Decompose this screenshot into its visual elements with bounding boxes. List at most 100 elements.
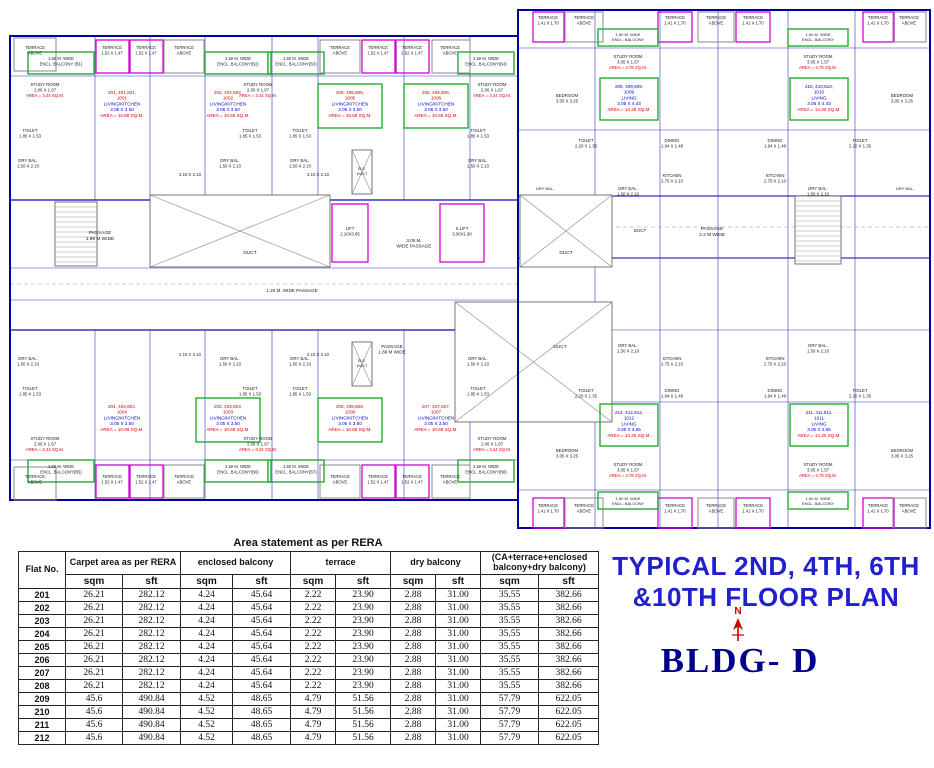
area-value-cell: 26.21 — [65, 613, 123, 628]
area-value-cell: 4.79 — [290, 704, 337, 719]
area-value-cell: 31.00 — [435, 639, 482, 654]
area-value-cell: 31.00 — [435, 652, 482, 667]
area-value-cell: 2.88 — [390, 626, 437, 641]
area-value-cell: 35.55 — [480, 626, 540, 641]
area-value-cell: 31.00 — [435, 587, 482, 602]
area-value-cell: 382.66 — [538, 626, 600, 641]
room-label: DRY BAL.1.50 X 2.10 — [289, 158, 312, 168]
area-value-cell: 490.84 — [121, 730, 182, 745]
flat-no-cell: 206 — [18, 652, 66, 667]
terrace-box — [361, 464, 396, 499]
balcony-box — [204, 51, 272, 75]
area-value-cell: 4.24 — [180, 587, 234, 602]
flat-no-cell: 209 — [18, 691, 66, 706]
area-value-cell: 31.00 — [435, 665, 482, 680]
room-label: DRY BAL. — [896, 186, 914, 191]
area-value-cell: 26.21 — [65, 678, 123, 693]
area-value-cell: 282.12 — [121, 587, 182, 602]
area-value-cell: 2.22 — [290, 678, 337, 693]
room-label: 2.10 X 2.10 — [179, 172, 202, 177]
balcony-box — [457, 51, 515, 75]
terrace-above-box — [163, 464, 205, 499]
area-value-cell: 2.88 — [390, 639, 437, 654]
subheader-cell: sqm — [65, 573, 123, 589]
area-value-cell: 4.79 — [290, 717, 337, 732]
area-value-cell: 2.88 — [390, 717, 437, 732]
room-label: DUCT — [243, 250, 256, 256]
terrace-above-box — [13, 37, 57, 72]
terrace-box — [657, 11, 693, 43]
page-title-line2: &10TH FLOOR PLAN — [632, 581, 900, 612]
area-value-cell: 35.55 — [480, 639, 540, 654]
room-label: DRY BAL.1.50 X 2.10 — [617, 186, 640, 196]
area-value-cell: 4.52 — [180, 691, 234, 706]
room-label: 2.10 X 2.10 — [179, 352, 202, 357]
room-label: DRY BAL.1.50 X 2.10 — [467, 158, 490, 168]
subheader-cell: sqm — [290, 573, 337, 589]
flat-no-cell: 202 — [18, 600, 66, 615]
page-title-line1: TYPICAL 2ND, 4TH, 6TH — [612, 551, 920, 581]
duct-void — [519, 194, 613, 268]
area-value-cell: 45.64 — [232, 665, 292, 680]
flat-no-cell: 208 — [18, 678, 66, 693]
room-label: DRY BAL.1.50 X 2.10 — [289, 356, 312, 366]
balcony-box — [267, 459, 325, 483]
flat-no-cell: 212 — [18, 730, 66, 745]
area-value-cell: 2.88 — [390, 613, 437, 628]
terrace-above-box — [892, 11, 927, 43]
duct-void — [454, 301, 613, 423]
area-value-cell: 35.55 — [480, 678, 540, 693]
flat-box — [789, 403, 849, 447]
terrace-box — [862, 11, 895, 43]
area-value-cell: 490.84 — [121, 704, 182, 719]
service-lift-box — [439, 203, 485, 263]
flat-no-cell: 211 — [18, 717, 66, 732]
area-value-cell: 4.52 — [180, 730, 234, 745]
area-value-cell: 4.52 — [180, 704, 234, 719]
area-value-cell: 2.22 — [290, 587, 337, 602]
area-value-cell: 2.22 — [290, 652, 337, 667]
area-value-cell: 45.6 — [65, 691, 123, 706]
col-header-carpet-area: Carpet area as per RERA — [64, 551, 182, 575]
terrace-box — [129, 39, 164, 74]
area-value-cell: 31.00 — [435, 730, 482, 745]
terrace-box — [657, 497, 693, 529]
